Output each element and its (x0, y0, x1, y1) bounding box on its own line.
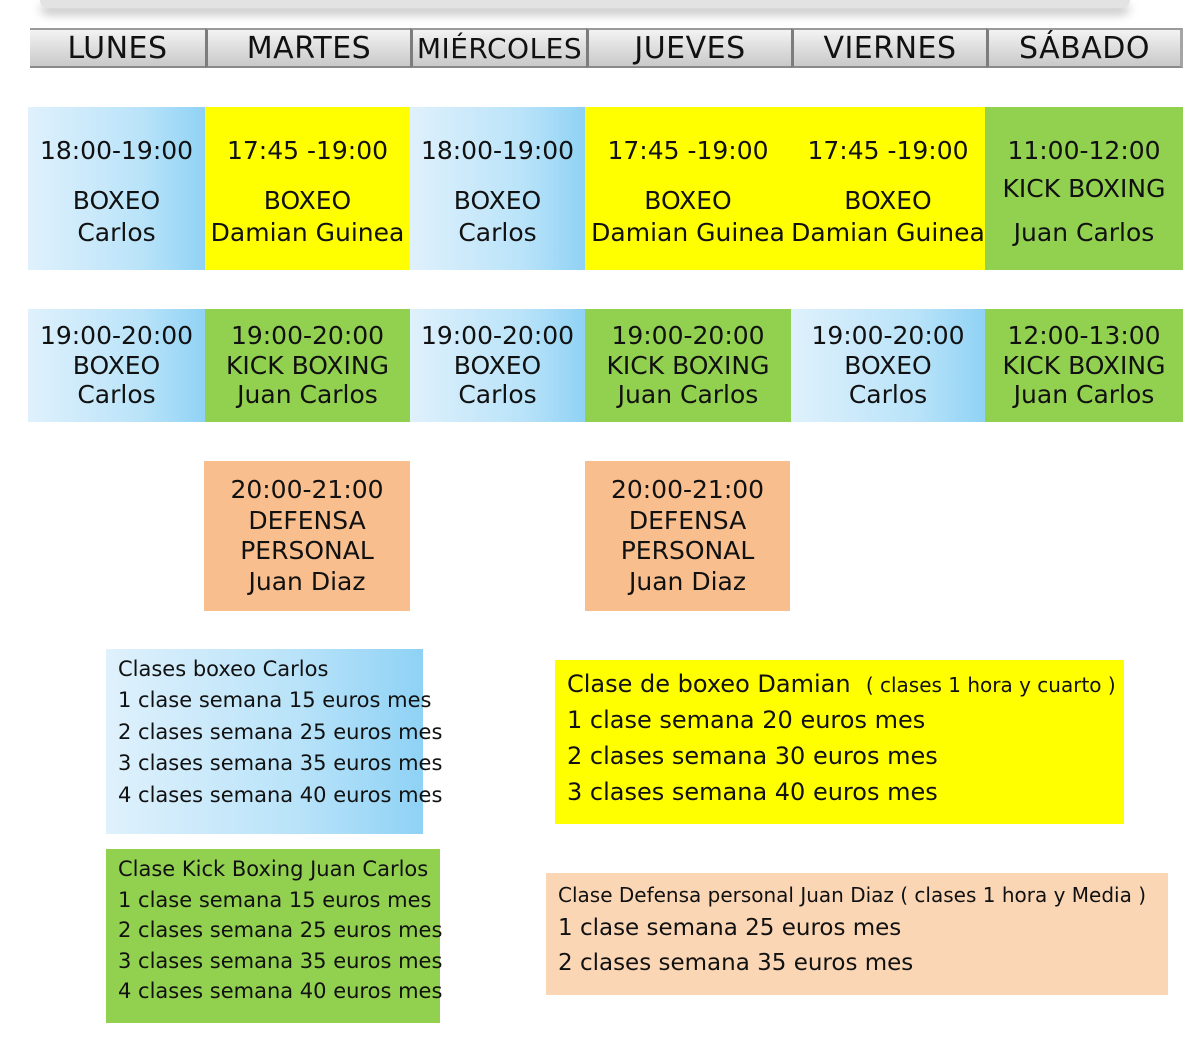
slot-time: 19:00-20:00 (230, 321, 385, 351)
slot-instructor: Juan Carlos (1013, 218, 1155, 247)
price-line: 2 clases semana 35 euros mes (558, 949, 914, 976)
slot-class-line2: PERSONAL (240, 536, 374, 565)
price-line: 3 clases semana 35 euros mes (118, 751, 443, 775)
slot-instructor: Carlos (458, 380, 537, 410)
price-title: Clases boxeo Carlos (118, 657, 329, 681)
slot-instructor: Carlos (458, 218, 537, 247)
slot-instructor: Juan Carlos (237, 380, 378, 410)
price-box-defensa-juan-diaz: Clase Defensa personal Juan Diaz ( clase… (546, 873, 1168, 995)
slot-instructor: Damian Guinea (591, 218, 785, 247)
slot-lunes-1: 18:00-19:00 BOXEO Carlos (28, 107, 205, 270)
slot-sabado-1: 11:00-12:00 KICK BOXING Juan Carlos (985, 107, 1183, 270)
slot-class: BOXEO (453, 350, 542, 380)
price-line: 1 clase semana 25 euros mes (558, 915, 902, 941)
day-header-jueves: JUEVES (586, 28, 791, 68)
top-shadow-bar (40, 0, 1130, 8)
price-title: Clase Defensa personal Juan Diaz ( clase… (558, 883, 1146, 907)
day-header-viernes: VIERNES (791, 28, 986, 68)
price-subtitle: ( clases 1 hora y cuarto ) (865, 673, 1116, 697)
day-header-lunes: LUNES (30, 28, 205, 68)
price-line: 3 clases semana 40 euros mes (567, 778, 938, 806)
slot-instructor: Juan Diaz (629, 566, 746, 596)
price-line: 1 clase semana 15 euros mes (118, 688, 432, 712)
slot-class: BOXEO (644, 186, 732, 215)
slot-class: BOXEO (263, 186, 352, 215)
price-line: 2 clases semana 25 euros mes (118, 918, 443, 943)
slot-martes-3: 20:00-21:00 DEFENSA PERSONAL Juan Diaz (204, 461, 410, 611)
slot-jueves-2: 19:00-20:00 KICK BOXING Juan Carlos (585, 309, 791, 422)
slot-time: 12:00-13:00 (1007, 321, 1161, 351)
price-box-kick-juan-carlos: Clase Kick Boxing Juan Carlos 1 clase se… (106, 849, 443, 1023)
slot-time: 19:00-20:00 (811, 321, 965, 351)
slot-miercoles-2: 19:00-20:00 BOXEO Carlos (410, 309, 585, 422)
slot-martes-2: 19:00-20:00 KICK BOXING Juan Carlos (205, 309, 410, 422)
slot-time: 17:45 -19:00 (226, 136, 389, 165)
slot-viernes-1: 17:45 -19:00 BOXEO Damian Guinea (791, 107, 985, 270)
slot-time: 17:45 -19:00 (807, 136, 969, 165)
slot-instructor: Juan Carlos (1013, 380, 1155, 410)
price-line: 1 clase semana 15 euros mes (118, 888, 432, 912)
slot-instructor: Carlos (77, 380, 156, 410)
day-header-martes: MARTES (205, 28, 410, 68)
price-title: Clase de boxeo Damian ( clases 1 hora y … (567, 670, 1116, 698)
slot-martes-1: 17:45 -19:00 BOXEO Damian Guinea (205, 107, 410, 270)
slot-class: BOXEO (72, 350, 161, 380)
price-line: 2 clases semana 30 euros mes (567, 742, 938, 770)
slot-jueves-3: 20:00-21:00 DEFENSA PERSONAL Juan Diaz (585, 461, 790, 611)
slot-instructor: Damian Guinea (210, 218, 405, 247)
slot-class: BOXEO (453, 186, 542, 215)
slot-time: 20:00-21:00 (610, 475, 765, 504)
slot-class-line1: DEFENSA (248, 505, 366, 535)
slot-time: 17:45 -19:00 (607, 136, 769, 165)
price-line: 4 clases semana 40 euros mes (118, 979, 443, 1004)
slot-class: BOXEO (844, 350, 932, 380)
slot-time: 11:00-12:00 (1007, 136, 1161, 165)
slot-class: KICK BOXING (606, 350, 770, 380)
slot-time: 19:00-20:00 (420, 321, 575, 351)
slot-miercoles-1: 18:00-19:00 BOXEO Carlos (410, 107, 585, 270)
price-title: Clase Kick Boxing Juan Carlos (118, 857, 429, 881)
slot-instructor: Damian Guinea (791, 218, 985, 247)
price-line: 1 clase semana 20 euros mes (567, 706, 926, 734)
slot-time: 18:00-19:00 (39, 136, 194, 165)
slot-class: KICK BOXING (1002, 174, 1166, 203)
price-line: 3 clases semana 35 euros mes (118, 948, 443, 973)
slot-instructor: Juan Carlos (617, 380, 759, 410)
slot-lunes-2: 19:00-20:00 BOXEO Carlos (28, 309, 205, 422)
slot-class-line1: DEFENSA (628, 505, 747, 535)
day-header-sabado: SÁBADO (986, 28, 1183, 68)
slot-viernes-2: 19:00-20:00 BOXEO Carlos (791, 309, 985, 422)
slot-time: 19:00-20:00 (39, 321, 194, 351)
slot-instructor: Juan Diaz (248, 566, 366, 596)
slot-class: KICK BOXING (1002, 350, 1166, 380)
slot-jueves-1: 17:45 -19:00 BOXEO Damian Guinea (585, 107, 791, 270)
slot-time: 18:00-19:00 (420, 136, 575, 165)
slot-class: KICK BOXING (226, 350, 389, 380)
slot-instructor: Carlos (848, 380, 928, 410)
slot-class-line2: PERSONAL (620, 536, 755, 565)
price-box-boxeo-carlos: Clases boxeo Carlos 1 clase semana 15 eu… (106, 649, 443, 834)
slot-time: 20:00-21:00 (230, 475, 384, 504)
slot-instructor: Carlos (77, 218, 156, 247)
slot-sabado-2: 12:00-13:00 KICK BOXING Juan Carlos (985, 309, 1183, 422)
price-title-main: Clase de boxeo Damian (567, 670, 851, 698)
price-line: 4 clases semana 40 euros mes (118, 782, 443, 807)
day-header-miercoles: MIÉRCOLES (410, 28, 586, 68)
slot-time: 19:00-20:00 (611, 321, 765, 351)
price-line: 2 clases semana 25 euros mes (118, 719, 443, 744)
slot-class: BOXEO (72, 186, 161, 215)
price-box-boxeo-damian: Clase de boxeo Damian ( clases 1 hora y … (555, 660, 1124, 824)
slot-class: BOXEO (844, 186, 932, 215)
